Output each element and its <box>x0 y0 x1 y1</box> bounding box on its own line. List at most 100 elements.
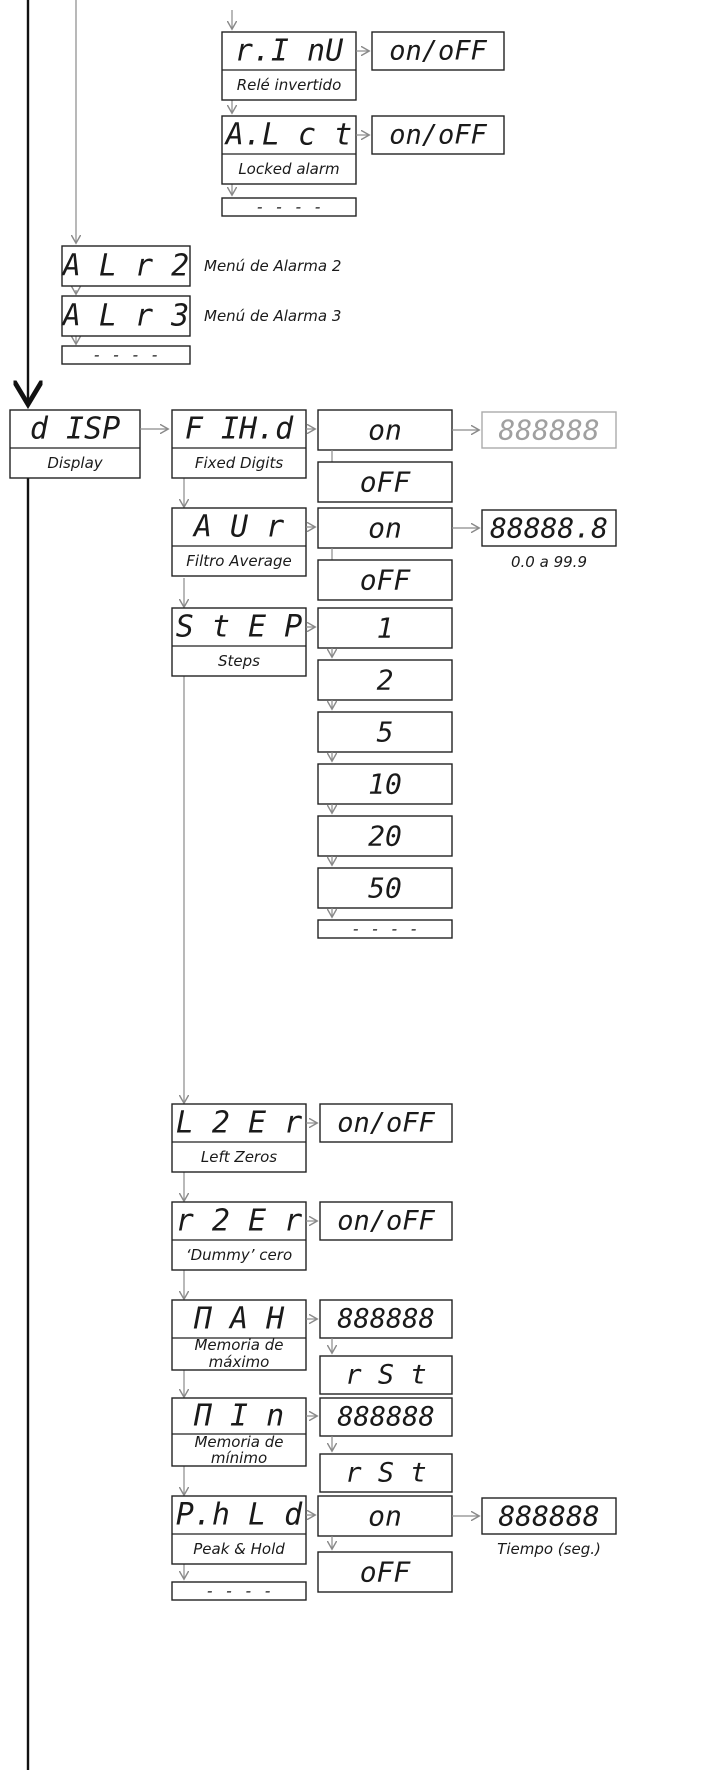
step-value-10-box[interactable] <box>317 763 453 805</box>
alr3-box[interactable] <box>61 295 191 337</box>
step-end: - - - - <box>351 920 418 939</box>
fixd-on: on <box>368 414 402 447</box>
lzer-label: Left Zeros <box>201 1148 277 1166</box>
step-label: Steps <box>218 652 260 670</box>
avr-on-box[interactable] <box>317 507 453 549</box>
rzer-label: ‘Dummy’ cero <box>186 1246 292 1264</box>
end-box-alarms[interactable] <box>61 345 191 365</box>
step-value-20-box[interactable] <box>317 815 453 857</box>
step-value-2-box[interactable] <box>317 659 453 701</box>
phld-group: P.h L d Peak & Hold on oFF 888888 Tiempo… <box>171 1495 617 1601</box>
end-alarms: - - - - <box>92 346 159 365</box>
phld-code: P.h L d <box>176 1498 303 1533</box>
step-value-5-box[interactable] <box>317 711 453 753</box>
avr-off-box[interactable] <box>317 559 453 601</box>
min-box[interactable] <box>171 1397 307 1467</box>
alr3-code: A L r 3 <box>61 299 189 334</box>
step-value-50: 50 <box>368 872 402 905</box>
alct-value: on/oFF <box>389 120 487 151</box>
min-digits-box[interactable] <box>319 1397 453 1437</box>
min-label-1: Memoria de <box>194 1433 283 1451</box>
lzer-code: L 2 E r <box>176 1106 302 1141</box>
phld-off: oFF <box>360 1556 412 1589</box>
rzer-code: r 2 E r <box>176 1204 302 1239</box>
rinv-code: r.I nU <box>235 34 344 69</box>
step-value-1-box[interactable] <box>317 607 453 649</box>
phld-on-box[interactable] <box>317 1495 453 1537</box>
min-group: П I n Memoria de mínimo 888888 r S t <box>171 1397 453 1493</box>
avr-off: oFF <box>360 564 412 597</box>
max-label-1: Memoria de <box>194 1336 283 1354</box>
max-group: П A H Memoria de máximo 888888 r S t <box>171 1299 453 1395</box>
max-box[interactable] <box>171 1299 307 1371</box>
phld-digits: 888888 <box>498 1500 599 1533</box>
fixd-digits-box[interactable] <box>481 411 617 449</box>
min-rst: r S t <box>345 1458 426 1489</box>
fixd-group: F IH.d Fixed Digits on oFF 888888 <box>171 409 617 503</box>
step-value-50-box[interactable] <box>317 867 453 909</box>
fixd-off: oFF <box>360 466 412 499</box>
alct-value-box[interactable] <box>371 115 505 155</box>
end-box-1[interactable] <box>221 197 357 217</box>
fixd-code: F IH.d <box>185 412 294 447</box>
alr2-box[interactable] <box>61 245 191 287</box>
step-value-10: 10 <box>368 768 402 801</box>
lzer-value-box[interactable] <box>319 1103 453 1143</box>
rzer-value-box[interactable] <box>319 1201 453 1241</box>
fixd-label: Fixed Digits <box>195 454 283 472</box>
step-value-2: 2 <box>377 664 394 697</box>
min-code: П I n <box>193 1399 284 1434</box>
max-rst: r S t <box>345 1360 426 1391</box>
alr3-label: Menú de Alarma 3 <box>204 307 341 325</box>
phld-box[interactable] <box>171 1495 307 1565</box>
phld-off-box[interactable] <box>317 1551 453 1593</box>
avr-on: on <box>368 512 402 545</box>
alct-box[interactable] <box>221 115 357 185</box>
min-rst-box[interactable] <box>319 1453 453 1493</box>
avr-digits: 88888.8 <box>490 512 608 545</box>
max-code: П A H <box>193 1302 285 1337</box>
max-digits: 888888 <box>337 1304 435 1335</box>
avr-group: A U r Filtro Average on oFF 88888.8 0.0 … <box>171 507 617 601</box>
rinv-label: Relé invertido <box>237 76 342 94</box>
rinv-group: r.I nU Relé invertido on/oFF <box>221 31 505 101</box>
lzer-value: on/oFF <box>337 1108 435 1139</box>
max-label-2: máximo <box>209 1353 270 1371</box>
step-value-1: 1 <box>377 612 394 645</box>
step-group: S t E P Steps 1 2 5 10 20 50 - - - - <box>171 607 453 939</box>
min-digits: 888888 <box>337 1402 435 1433</box>
max-rst-box[interactable] <box>319 1355 453 1395</box>
rinv-value-box[interactable] <box>371 31 505 71</box>
fixd-digits: 888888 <box>498 414 599 447</box>
rinv-value: on/oFF <box>389 36 487 67</box>
rzer-value: on/oFF <box>337 1206 435 1237</box>
end-1: - - - - <box>255 198 322 217</box>
avr-digits-box[interactable] <box>481 509 617 547</box>
step-end-box[interactable] <box>317 919 453 939</box>
lzer-box[interactable] <box>171 1103 307 1173</box>
fixd-box[interactable] <box>171 409 307 479</box>
avr-label: Filtro Average <box>186 552 291 570</box>
alr2-label: Menú de Alarma 2 <box>204 257 341 275</box>
alct-label: Locked alarm <box>238 160 339 178</box>
phld-end: - - - - <box>205 1582 272 1601</box>
alr2-code: A L r 2 <box>61 249 189 284</box>
rzer-box[interactable] <box>171 1201 307 1271</box>
disp-box[interactable] <box>9 409 141 479</box>
fixd-off-box[interactable] <box>317 461 453 503</box>
alct-code: A.L c t <box>224 118 352 153</box>
lzer-group: L 2 E r Left Zeros on/oFF <box>171 1103 453 1173</box>
phld-digits-box[interactable] <box>481 1497 617 1535</box>
min-label-2: mínimo <box>211 1449 267 1467</box>
alct-group: A.L c t Locked alarm on/oFF <box>221 115 505 185</box>
max-digits-box[interactable] <box>319 1299 453 1339</box>
rinv-box[interactable] <box>221 31 357 101</box>
phld-on: on <box>368 1500 402 1533</box>
step-box[interactable] <box>171 607 307 677</box>
phld-end-box[interactable] <box>171 1581 307 1601</box>
avr-box[interactable] <box>171 507 307 577</box>
avr-range: 0.0 a 99.9 <box>511 553 587 571</box>
disp-label: Display <box>47 454 103 472</box>
avr-code: A U r <box>192 510 284 545</box>
